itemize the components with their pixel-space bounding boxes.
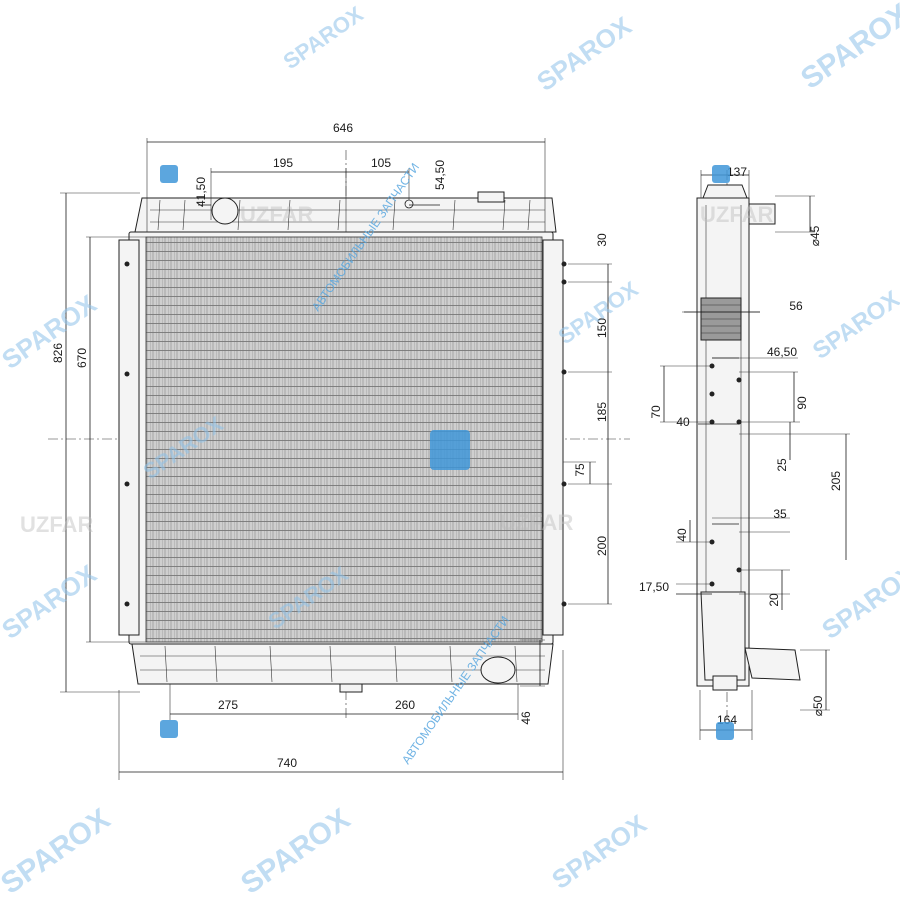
side-bottom-tank <box>700 591 746 681</box>
watermark-sparox: SPAROX <box>531 10 637 97</box>
dim-hole-v2: 90 <box>795 396 809 410</box>
dimension-lines <box>65 141 609 773</box>
bottom-outlet-pipe <box>480 656 516 684</box>
dim-outer-height: 826 <box>51 343 65 363</box>
right-side-plate <box>542 239 564 636</box>
dim-right-v3: 185 <box>595 402 609 422</box>
dim-hole-v4: 205 <box>829 471 843 491</box>
watermark-uzfar: UZFAR <box>20 512 93 537</box>
right-mounting-holes <box>561 261 567 607</box>
dim-right-v1: 30 <box>595 233 609 247</box>
dim-bottom-segment-2: 260 <box>395 698 415 712</box>
watermark-sparox: SPAROX <box>808 286 900 365</box>
side-top-tank <box>702 184 748 199</box>
side-bottom-port <box>712 675 738 691</box>
side-top-pipe <box>748 203 776 225</box>
side-extension-lines <box>660 170 850 740</box>
front-view: 646 41,50 195 105 54,50 826 670 30 150 1… <box>48 121 630 780</box>
dim-hole-v6: 20 <box>767 593 781 607</box>
dim-overall-width: 740 <box>277 756 297 770</box>
watermark-sparox: SPAROX <box>279 1 368 74</box>
dim-bottom-segment-1: 275 <box>218 698 238 712</box>
dim-hole-h1: 40 <box>676 415 690 429</box>
side-view: 137 ⌀45 56 46,50 70 40 90 25 205 35 40 1… <box>639 165 850 740</box>
dim-upper-left-offset: 41,50 <box>194 177 208 207</box>
watermark-sparox: SPAROX <box>0 802 116 900</box>
dim-hole-v5: 40 <box>675 528 689 542</box>
dim-hole-spacing-1: 46,50 <box>767 345 797 359</box>
bottom-drain <box>339 683 363 693</box>
dim-right-v2: 150 <box>595 318 609 338</box>
dim-bottom-height: 46 <box>519 711 533 725</box>
side-bottom-pipe <box>744 647 801 681</box>
dim-upper-segment-2: 105 <box>371 156 391 170</box>
top-tank <box>134 197 557 233</box>
left-mounting-holes <box>124 261 130 607</box>
dim-right-v5: 200 <box>595 536 609 556</box>
dim-top-pipe-diameter: ⌀45 <box>808 225 822 246</box>
left-side-plate <box>118 239 140 636</box>
dim-bottom-pipe-diameter: ⌀50 <box>811 695 825 716</box>
top-inlet-pipe <box>211 197 239 225</box>
dim-top-width: 646 <box>333 121 353 135</box>
extension-lines <box>60 138 612 780</box>
dim-hole-h3: 17,50 <box>639 580 669 594</box>
dim-top-depth: 137 <box>727 165 747 179</box>
top-filler-neck <box>477 191 505 203</box>
dim-hole-v1: 70 <box>649 405 663 419</box>
watermark-sparox: SPAROX <box>235 802 356 900</box>
watermark-uzfar: UZFAR <box>700 202 773 227</box>
dim-upper-segment-1: 195 <box>273 156 293 170</box>
watermark-sparox: SPAROX <box>0 558 102 645</box>
dim-right-v4: 75 <box>573 463 587 477</box>
dim-hole-v3: 25 <box>775 458 789 472</box>
dim-upper-right-offset: 54,50 <box>433 160 447 190</box>
sparox-logo-badge <box>160 165 734 740</box>
bottom-tank <box>131 643 554 685</box>
dim-neck-depth: 56 <box>789 299 803 313</box>
watermark-uzfar: UZFAR <box>240 202 313 227</box>
bottom-tank-ribs <box>140 645 545 683</box>
top-tank-ribs <box>150 199 545 231</box>
dim-hole-h2: 35 <box>773 507 787 521</box>
watermark-sparox: SPAROX <box>795 0 900 96</box>
watermark-uzfar: UZFAR <box>500 510 573 535</box>
watermark-sparox: SPAROX <box>816 558 900 645</box>
watermark-sparox: SPAROX <box>546 808 652 895</box>
radiator-core <box>145 236 543 643</box>
dim-core-height: 670 <box>75 348 89 368</box>
side-dimension-lines <box>663 174 847 731</box>
